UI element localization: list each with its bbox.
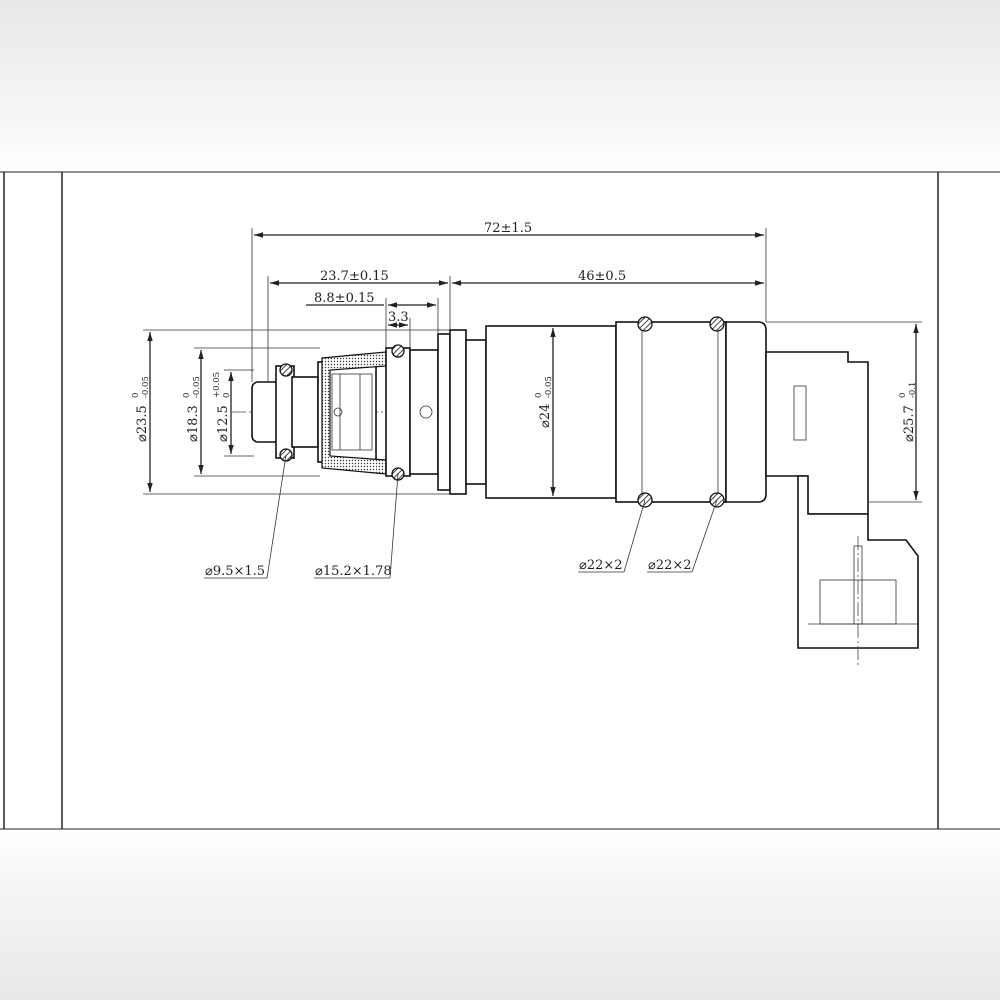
tip-neck xyxy=(291,376,319,448)
dim-dia-25-7: ⌀25.7 0 -0.1 xyxy=(898,382,918,442)
dim-length-8-8: 8.8±0.15 xyxy=(314,291,375,306)
valve-body xyxy=(251,321,919,668)
svg-text:-0.05: -0.05 xyxy=(544,376,554,398)
svg-text:⌀18.3: ⌀18.3 xyxy=(186,405,201,442)
callout-o-ring-d: ⌀22×2 xyxy=(648,558,692,573)
callout-o-ring-a: ⌀9.5×1.5 xyxy=(205,564,265,579)
flange-port xyxy=(419,405,433,419)
callout-o-ring-c: ⌀22×2 xyxy=(579,558,623,573)
svg-text:0: 0 xyxy=(131,393,141,398)
main-collar xyxy=(449,329,467,495)
dim-dia-12-5: ⌀12.5 +0.05 0 xyxy=(212,372,232,442)
callout-leaders xyxy=(204,454,718,579)
dim-length-46: 46±0.5 xyxy=(578,269,626,284)
svg-text:⌀23.5: ⌀23.5 xyxy=(135,405,150,442)
o-ring-d-top xyxy=(709,316,725,332)
o-ring-sections xyxy=(279,316,725,508)
dim-length-23-7: 23.7±0.15 xyxy=(320,269,389,284)
svg-text:0: 0 xyxy=(898,393,908,398)
svg-text:+0.05: +0.05 xyxy=(212,372,222,398)
dim-overall-length: 72±1.5 xyxy=(484,221,532,236)
flange-ring xyxy=(385,347,411,477)
svg-text:-0.05: -0.05 xyxy=(192,376,202,398)
svg-text:-0.1: -0.1 xyxy=(908,382,918,398)
svg-text:0: 0 xyxy=(182,393,192,398)
svg-text:-0.05: -0.05 xyxy=(141,376,151,398)
svg-text:⌀25.7: ⌀25.7 xyxy=(902,405,917,442)
o-ring-a-top xyxy=(279,363,293,377)
collar-step xyxy=(437,333,451,491)
connector-slot xyxy=(793,385,807,441)
collar-neck xyxy=(465,339,487,485)
callout-o-ring-b: ⌀15.2×1.78 xyxy=(315,564,392,579)
drawing-frame xyxy=(0,171,1000,830)
svg-text:0: 0 xyxy=(222,393,232,398)
o-ring-b-top xyxy=(391,344,405,358)
connector-housing xyxy=(765,351,869,515)
dim-dia-18-3: ⌀18.3 0 -0.05 xyxy=(182,376,202,442)
vertical-dimensions xyxy=(143,321,922,503)
svg-text:⌀12.5: ⌀12.5 xyxy=(216,405,231,442)
spool-port xyxy=(333,407,343,417)
solenoid-can xyxy=(615,321,727,503)
dim-dia-24: ⌀24 0 -0.05 xyxy=(534,376,554,428)
svg-text:0: 0 xyxy=(534,393,544,398)
dim-dia-23-5: ⌀23.5 0 -0.05 xyxy=(131,376,151,442)
dim-length-3-3: 3.3 xyxy=(388,310,409,325)
svg-text:⌀24: ⌀24 xyxy=(538,404,553,428)
flange-shoulder xyxy=(409,349,439,475)
o-ring-c-top xyxy=(637,316,653,332)
horizontal-dimensions xyxy=(251,228,767,382)
solenoid-end-cap xyxy=(725,321,767,503)
